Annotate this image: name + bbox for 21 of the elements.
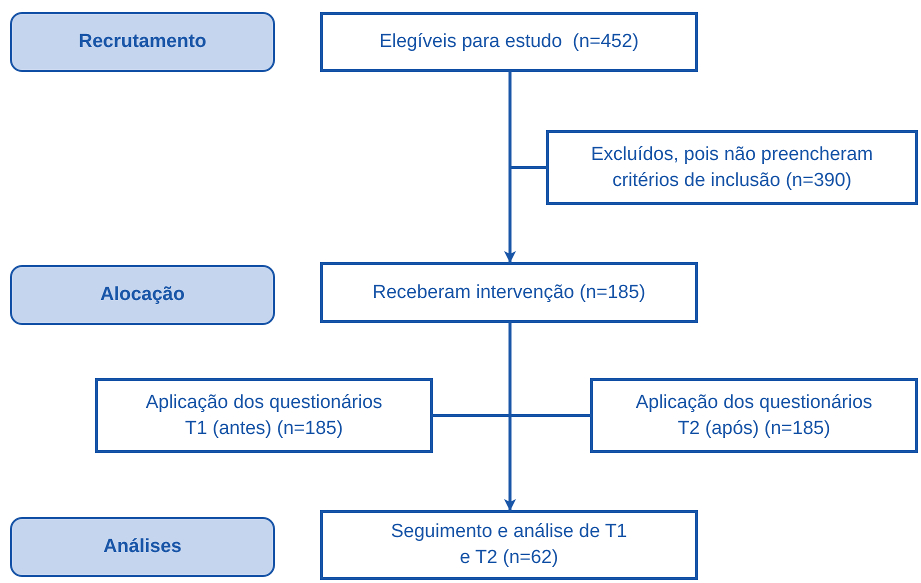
stage-box <box>10 265 275 325</box>
process-box <box>320 12 698 72</box>
stage-box <box>10 517 275 577</box>
process-box <box>590 378 918 453</box>
arrow <box>504 323 516 511</box>
stage-label: Análises <box>103 534 182 559</box>
box-text: Aplicação dos questionários T2 (após) (n=185) <box>634 390 874 440</box>
stage-label: Alocação <box>100 282 185 307</box>
process-box <box>95 378 433 453</box>
stage-label: Recrutamento <box>78 30 206 54</box>
box-text: Elegíveis para estudo (n=452) <box>379 30 639 54</box>
process-box <box>320 262 698 323</box>
box-text: Excluídos, pois não preencheram critérios de inclusão (n=390) <box>590 142 874 192</box>
connector-line <box>433 414 590 417</box>
process-box <box>320 510 698 580</box>
box-text: Aplicação dos questionários T1 (antes) (n=185) <box>144 390 384 440</box>
process-box <box>546 130 918 205</box>
stage-box <box>10 12 275 72</box>
connector-line <box>508 72 546 169</box>
box-text: Seguimento e análise de T1 e T2 (n=62) <box>390 520 628 570</box>
box-text: Receberam intervenção (n=185) <box>372 280 646 304</box>
